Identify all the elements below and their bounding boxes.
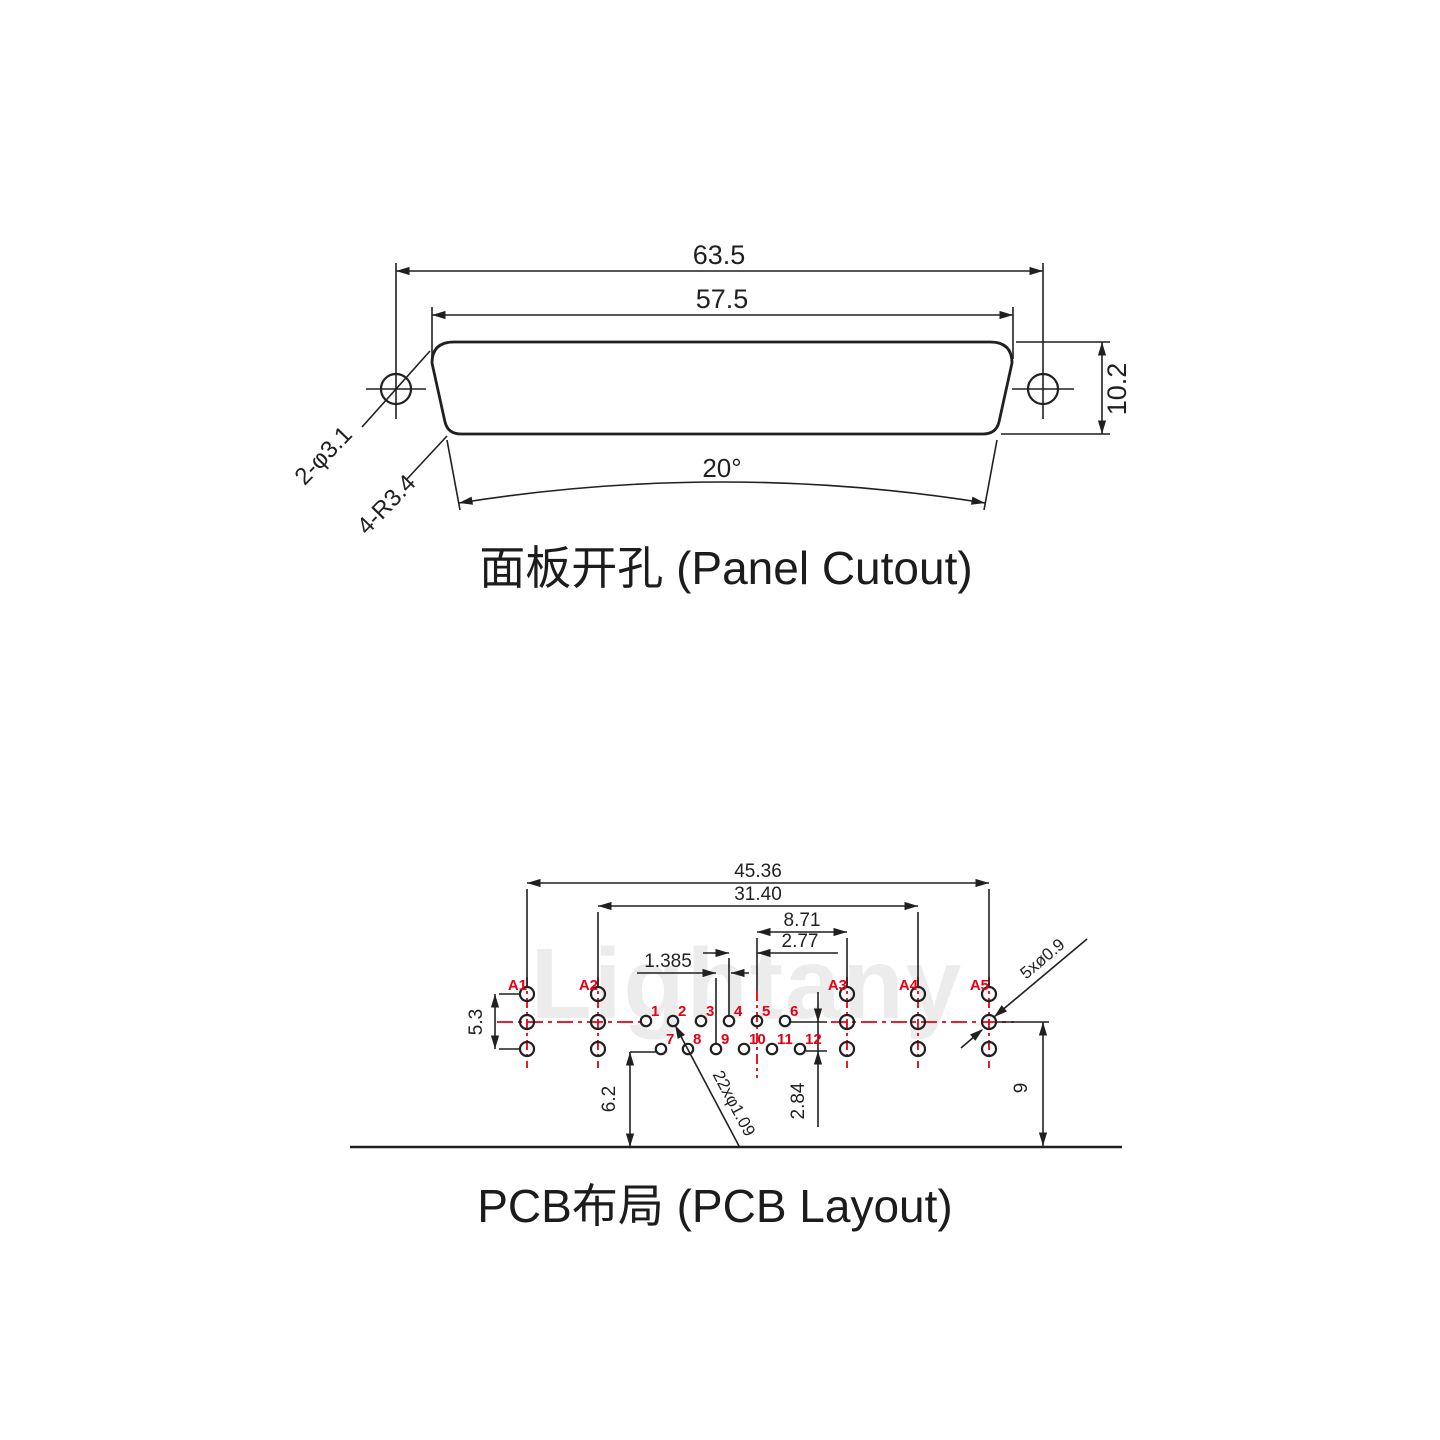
coax-hole-A5 bbox=[980, 1040, 998, 1058]
pin-label-9: 9 bbox=[721, 1031, 729, 1048]
pcb-holes bbox=[518, 985, 998, 1058]
dim-a3-span: 8.71 bbox=[784, 910, 821, 931]
dim-height: 10.2 bbox=[1102, 363, 1132, 416]
pin-label-3: 3 bbox=[706, 1003, 714, 1020]
coax-hole-A3 bbox=[838, 1013, 856, 1031]
pcb-layout-texts: 45.36 31.40 8.71 2.77 1.385 5.3 6.2 2.84… bbox=[466, 861, 1068, 1232]
pin-hole-8 bbox=[681, 1042, 695, 1056]
panel-cutout-caption: 面板开孔 (Panel Cutout) bbox=[479, 542, 972, 594]
dim-angle: 20° bbox=[702, 453, 741, 483]
coax-hole-A2 bbox=[589, 1013, 607, 1031]
coax-hole-A3 bbox=[838, 985, 856, 1003]
label-screw-holes: 2-φ3.1 bbox=[289, 421, 357, 490]
panel-cutout-geometry bbox=[361, 263, 1110, 511]
pin-hole-9 bbox=[709, 1042, 723, 1056]
coax-hole-A5 bbox=[980, 985, 998, 1003]
pin-label-5: 5 bbox=[762, 1003, 770, 1020]
pin-hole-4 bbox=[722, 1014, 736, 1028]
coax-label-A5: A5 bbox=[970, 977, 989, 994]
dim-pin-pitch: 2.77 bbox=[782, 931, 819, 952]
coax-label-A1: A1 bbox=[508, 977, 527, 994]
pin-label-2: 2 bbox=[678, 1003, 686, 1020]
pin-label-6: 6 bbox=[790, 1003, 798, 1020]
dim-outer-span: 45.36 bbox=[734, 861, 782, 882]
pin-label-4: 4 bbox=[734, 1003, 743, 1020]
pin-hole-2 bbox=[666, 1014, 680, 1028]
coax-hole-A5 bbox=[980, 1013, 998, 1031]
pcb-layout-caption: PCB布局 (PCB Layout) bbox=[477, 1180, 952, 1232]
pin-hole-3 bbox=[694, 1014, 708, 1028]
dim-center-to-edge: 9 bbox=[1011, 1083, 1032, 1094]
panel-cutout-outline bbox=[430, 340, 1014, 436]
coax-label-A3: A3 bbox=[828, 977, 847, 994]
pin-hole-1 bbox=[639, 1014, 653, 1028]
coax-hole-A1 bbox=[518, 1013, 536, 1031]
pin-label-12: 12 bbox=[805, 1031, 822, 1048]
dim-coax-vertical: 5.3 bbox=[466, 1009, 487, 1035]
coax-hole-A4 bbox=[909, 1013, 927, 1031]
pin-label-8: 8 bbox=[693, 1031, 701, 1048]
coax-hole-A4 bbox=[909, 1040, 927, 1058]
pin-hole-12 bbox=[793, 1042, 807, 1056]
pin-hole-6 bbox=[778, 1014, 792, 1028]
label-corner-radius: 4-R3.4 bbox=[352, 469, 421, 540]
pin-label-7: 7 bbox=[666, 1031, 674, 1048]
panel-cutout-texts: 63.5 57.5 10.2 20° 2-φ3.1 4-R3.4 面板开孔 (P… bbox=[289, 240, 1132, 594]
coax-hole-A3 bbox=[838, 1040, 856, 1058]
coax-hole-A2 bbox=[589, 985, 607, 1003]
dim-row-to-edge: 6.2 bbox=[599, 1086, 620, 1112]
coax-hole-A4 bbox=[909, 985, 927, 1003]
pin-label-10: 10 bbox=[749, 1031, 766, 1048]
pin-hole-5 bbox=[750, 1014, 764, 1028]
dim-row-gap: 2.84 bbox=[788, 1082, 809, 1119]
coax-label-A4: A4 bbox=[899, 977, 919, 994]
pin-label-1: 1 bbox=[651, 1003, 659, 1020]
dim-outer-width: 63.5 bbox=[693, 240, 746, 270]
coax-hole-A1 bbox=[518, 1040, 536, 1058]
coax-hole-A2 bbox=[589, 1040, 607, 1058]
coax-hole-A1 bbox=[518, 985, 536, 1003]
coax-label-A2: A2 bbox=[579, 977, 598, 994]
pin-hole-11 bbox=[765, 1042, 779, 1056]
pin-label-11: 11 bbox=[777, 1031, 793, 1048]
pin-hole-10 bbox=[737, 1042, 751, 1056]
pin-hole-7 bbox=[654, 1042, 668, 1056]
dim-row-offset: 1.385 bbox=[644, 951, 692, 972]
dim-inner-span: 31.40 bbox=[734, 884, 782, 905]
dim-inner-width: 57.5 bbox=[696, 284, 749, 314]
